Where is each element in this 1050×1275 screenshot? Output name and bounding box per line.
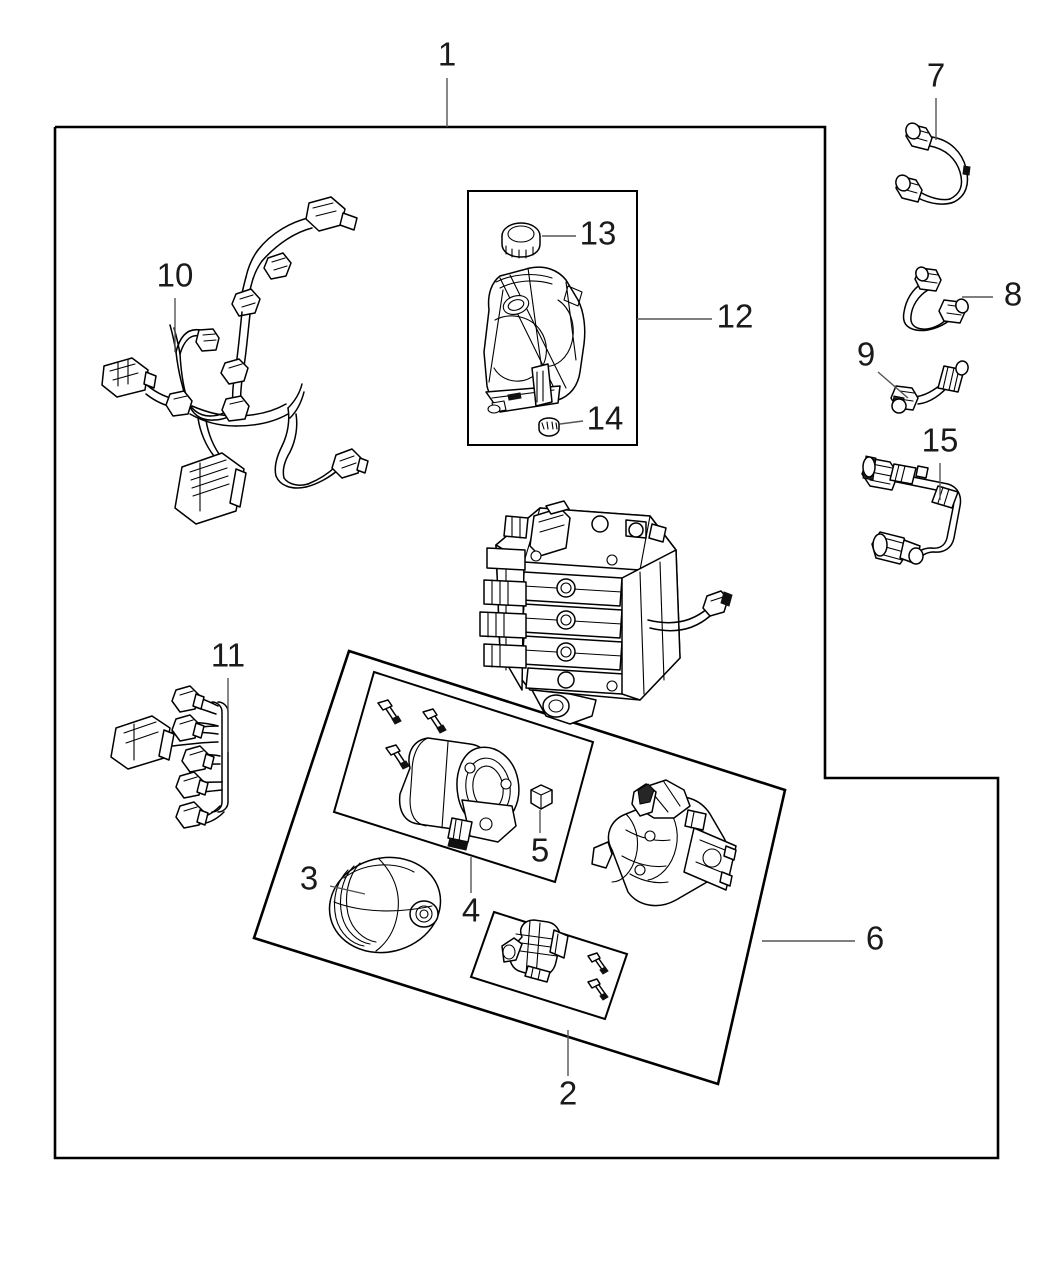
callout-number-13: 13 — [580, 215, 617, 252]
solenoid-screw-1 — [587, 952, 609, 975]
callout-number-3: 3 — [300, 860, 318, 897]
leader-line-14 — [559, 420, 584, 425]
solenoid-wiring-harness-illustration — [110, 685, 229, 829]
motor-bolt-3 — [385, 744, 410, 770]
accumulator-illustration — [328, 856, 442, 954]
callout-number-15: 15 — [922, 422, 959, 459]
reservoir-cap-illustration — [501, 222, 541, 259]
callout-number-9: 9 — [857, 336, 875, 373]
main-wiring-harness-illustration — [101, 196, 369, 525]
callout-number-14: 14 — [587, 400, 624, 437]
callout-number-7: 7 — [927, 57, 945, 94]
hydraulic-line-8-illustration — [902, 266, 969, 332]
hydraulic-line-9-illustration — [890, 360, 969, 414]
electric-motor-illustration — [377, 699, 520, 851]
callout-number-5: 5 — [531, 832, 549, 869]
fluid-reservoir-illustration — [483, 266, 586, 414]
hex-nut-illustration — [530, 784, 553, 810]
solenoid-screw-2 — [587, 978, 609, 1001]
callout-number-8: 8 — [1004, 276, 1022, 313]
motor-panel-box-4 — [332, 670, 595, 884]
solenoid-panel-box — [469, 910, 629, 1021]
callout-number-6: 6 — [866, 920, 884, 957]
group-boundary-box-1 — [53, 125, 1000, 1160]
solenoid-valve-illustration — [501, 919, 609, 1001]
callout-number-2: 2 — [559, 1075, 577, 1112]
pump-group-panel-box-2 — [252, 649, 787, 1086]
hydraulic-line-7-illustration — [895, 122, 971, 205]
pump-housing-illustration — [591, 779, 737, 907]
leader-line-3 — [329, 885, 366, 895]
valve-body-manifold-illustration — [479, 500, 733, 725]
hydraulic-line-15-illustration — [861, 455, 962, 565]
callout-number-1: 1 — [438, 36, 456, 73]
motor-bolt-2 — [422, 708, 447, 734]
reservoir-grommet-illustration — [538, 417, 560, 437]
leader-line-9 — [877, 371, 909, 399]
callout-number-12: 12 — [717, 298, 754, 335]
callout-number-11: 11 — [211, 637, 245, 674]
motor-bolt-1 — [377, 699, 402, 725]
callout-number-4: 4 — [462, 892, 480, 929]
callout-number-10: 10 — [157, 257, 194, 294]
reservoir-panel-box-12 — [467, 190, 638, 446]
